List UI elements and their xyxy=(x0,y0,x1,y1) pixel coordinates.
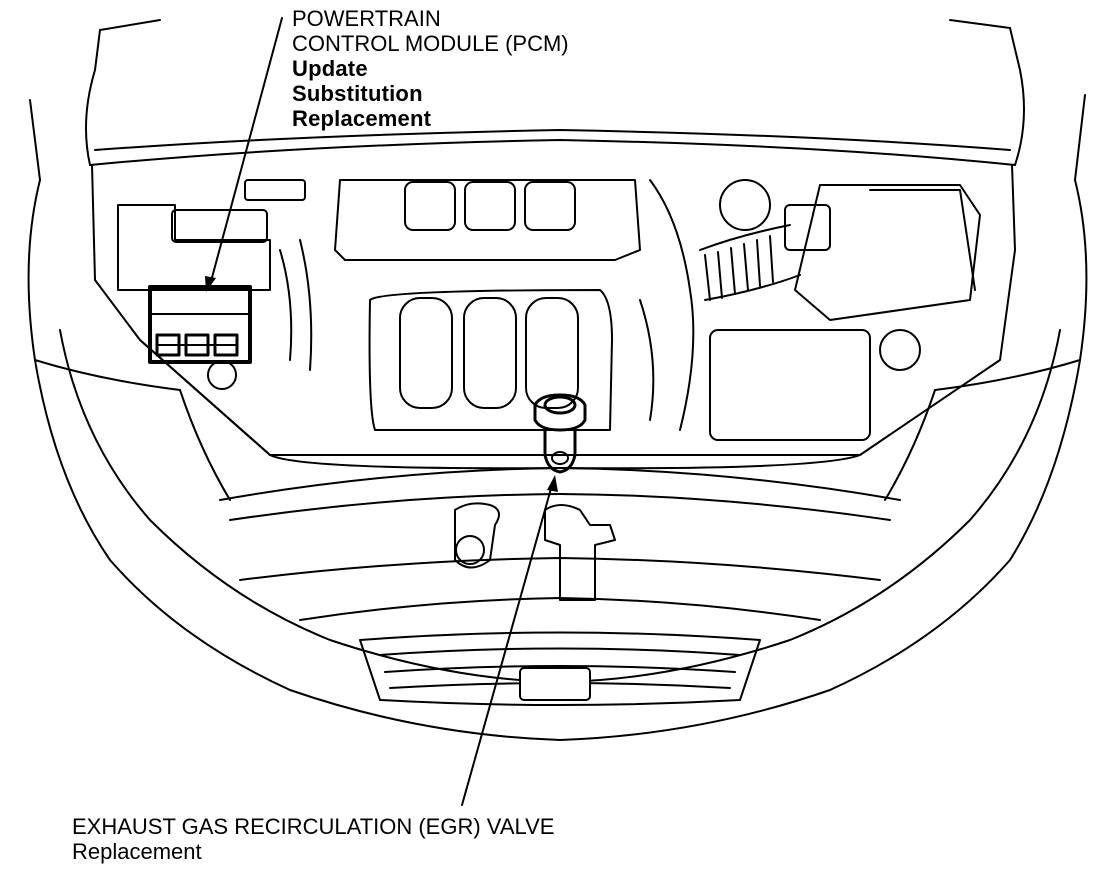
body-outline xyxy=(27,179,1088,741)
grille xyxy=(359,631,761,706)
intake-manifold-cover xyxy=(334,179,641,431)
pcm-procedure-replacement: Replacement xyxy=(292,106,432,131)
leader-lines xyxy=(205,17,558,806)
egr-leader-line xyxy=(461,484,553,806)
egr-procedure-replacement: Replacement xyxy=(72,839,202,864)
egr-arrowhead xyxy=(547,475,558,492)
pcm-callout: POWERTRAIN CONTROL MODULE (PCM) Update S… xyxy=(292,6,569,131)
pcm-name-line2: CONTROL MODULE (PCM) xyxy=(292,31,569,56)
hood-latch-shapes xyxy=(454,502,616,601)
pcm-name-line1: POWERTRAIN xyxy=(292,6,441,31)
pcm-unit xyxy=(148,285,252,364)
egr-name: EXHAUST GAS RECIRCULATION (EGR) VALVE xyxy=(72,814,555,839)
open-hood xyxy=(29,19,1086,181)
pcm-leader-line xyxy=(209,17,283,286)
egr-callout: EXHAUST GAS RECIRCULATION (EGR) VALVE Re… xyxy=(72,814,554,864)
pcm-procedure-substitution: Substitution xyxy=(292,81,423,106)
engine-bay-border xyxy=(91,164,1016,470)
air-intake-components xyxy=(639,179,981,441)
battery-area xyxy=(117,179,313,390)
egr-valve xyxy=(533,393,587,474)
pcm-arrowhead xyxy=(205,276,216,292)
pcm-procedure-update: Update xyxy=(292,56,368,81)
